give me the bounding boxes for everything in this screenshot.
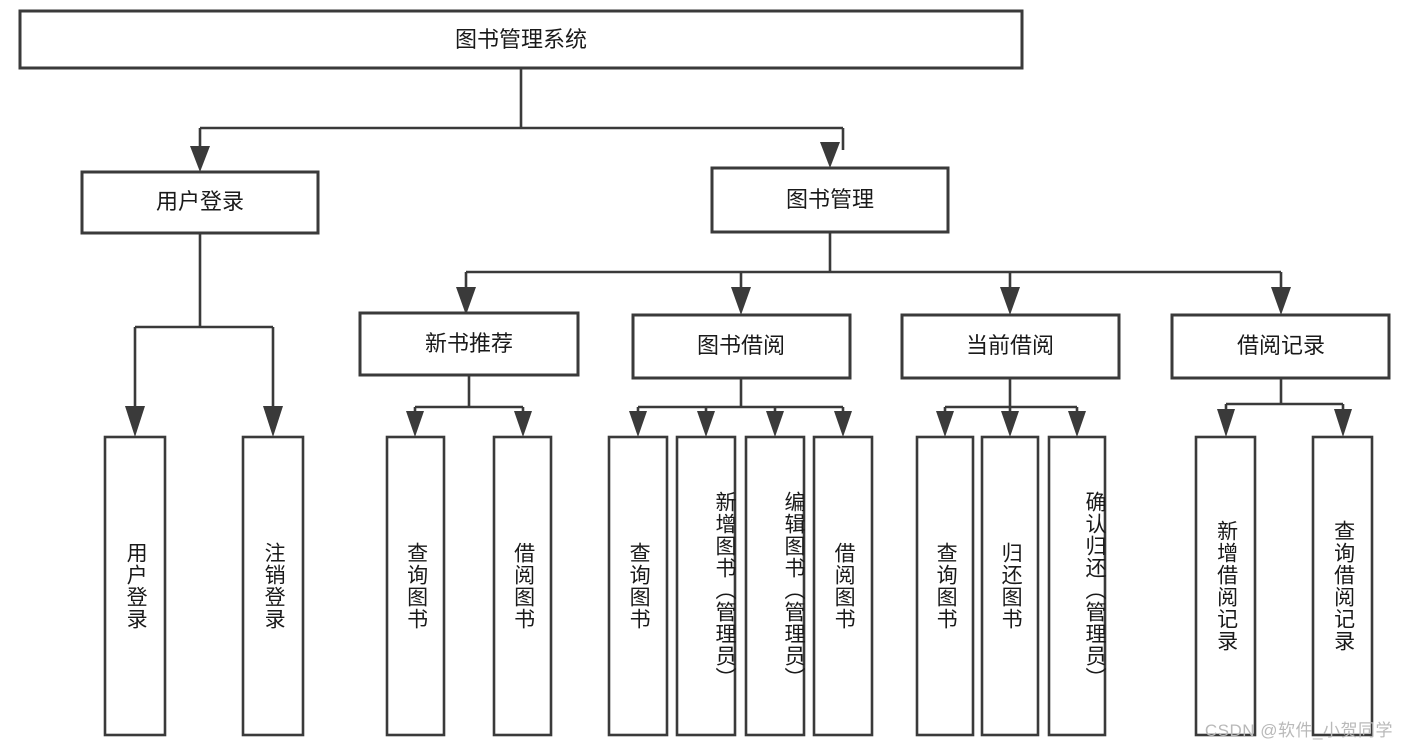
leaf-box-book-borrow-0[interactable] [607,435,669,737]
connector-borrow-to-leaves [629,378,852,437]
leaf-box-borrow-record-1[interactable] [1311,435,1374,737]
node-borrow-record[interactable]: 借阅记录 [1170,313,1391,380]
node-root-label: 图书管理系统 [455,27,587,52]
connector-current-to-leaves [936,378,1086,437]
leaf-box-book-borrow-2[interactable] [744,435,806,737]
node-book-management[interactable]: 图书管理 [710,166,950,234]
leaf-box-book-borrow-3[interactable] [812,435,874,737]
node-book-borrow[interactable]: 图书借阅 [631,313,852,380]
node-root[interactable]: 图书管理系统 [18,9,1024,70]
node-book-borrow-label: 图书借阅 [697,333,785,358]
node-current-borrow-label: 当前借阅 [966,333,1054,358]
connector-userlogin-to-leaves [125,233,283,437]
node-new-book-recommend-label: 新书推荐 [425,331,513,356]
node-borrow-record-label: 借阅记录 [1237,333,1325,358]
node-book-management-label: 图书管理 [786,187,874,212]
leaf-box-new-book-0[interactable] [385,435,446,737]
connector-bookmgmt-to-level3 [456,232,1291,315]
node-current-borrow[interactable]: 当前借阅 [900,313,1121,380]
node-user-login[interactable]: 用户登录 [80,170,320,235]
connector-newbook-to-leaves [406,375,532,437]
connector-record-to-leaves [1217,378,1352,437]
leaf-box-user-login-1[interactable] [241,435,305,737]
leaf-box-current-borrow-2[interactable] [1047,435,1107,737]
leaf-box-new-book-1[interactable] [492,435,553,737]
node-user-login-label: 用户登录 [156,189,244,214]
leaf-box-user-login-0[interactable] [103,435,167,737]
node-new-book-recommend[interactable]: 新书推荐 [358,311,580,377]
leaf-box-current-borrow-1[interactable] [980,435,1040,737]
watermark-text: CSDN @软件_小贺同学 [1204,721,1393,740]
leaf-box-book-borrow-1[interactable] [675,435,737,737]
leaf-box-current-borrow-0[interactable] [915,435,975,737]
connector-root-to-level2 [190,68,845,172]
leaf-box-borrow-record-0[interactable] [1194,435,1257,737]
